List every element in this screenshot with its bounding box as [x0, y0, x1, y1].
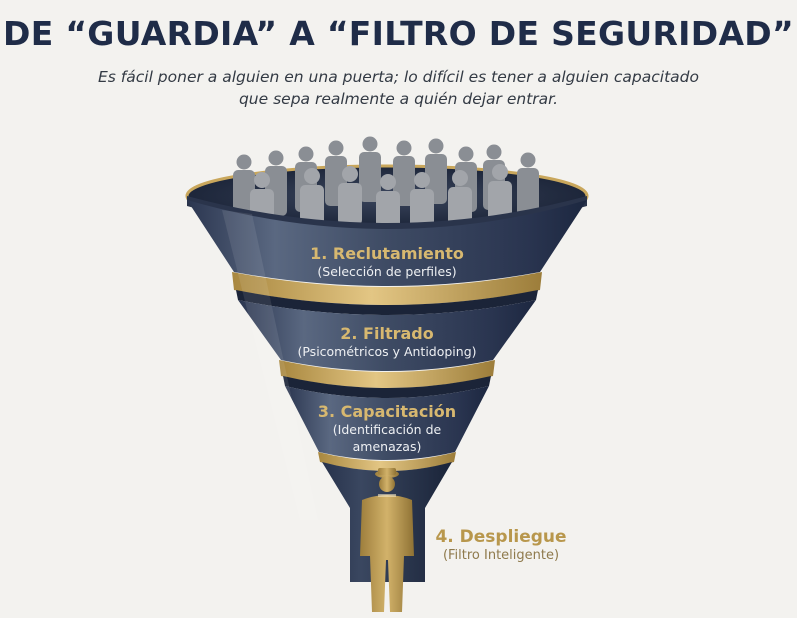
gold-band-2: [279, 360, 495, 388]
funnel-divider-1: [236, 290, 538, 315]
stage-2-label: 2. Filtrado (Psicométricos y Antidoping): [277, 324, 497, 360]
funnel-section-1: [187, 200, 587, 286]
subtitle-line-2: que sepa realmente a quién dejar entrar.: [238, 90, 559, 108]
funnel-divider-2: [283, 376, 491, 398]
subtitle-line-1: Es fácil poner a alguien en una puerta; …: [97, 68, 699, 86]
stage-4-subtitle: (Filtro Inteligente): [442, 548, 560, 563]
gold-band-1: [232, 272, 542, 305]
stage-1-subtitle: (Selección de perfiles): [317, 264, 457, 279]
funnel-section-3: [285, 386, 489, 460]
stage-4-title: 4. Despliegue: [435, 527, 567, 547]
stage-3-subtitle-line-1: (Identificación de: [332, 422, 442, 437]
stage-4-label: 4. Despliegue (Filtro Inteligente): [426, 527, 576, 564]
people-crowd-icon: [233, 136, 539, 229]
page-subtitle: Es fácil poner a alguien en una puerta; …: [40, 66, 757, 110]
stage-1-label: 1. Reclutamiento (Selección de perfiles): [273, 244, 501, 280]
funnel-section-2: [238, 300, 536, 371]
gold-band-3: [318, 452, 456, 471]
stage-2-title: 2. Filtrado: [340, 324, 434, 343]
stage-3-subtitle-line-2: amenazas): [352, 439, 422, 454]
funnel-highlight: [222, 210, 318, 520]
page-title: DE “GUARDIA” A “FILTRO DE SEGURIDAD”: [3, 14, 794, 53]
security-guard-icon: [360, 468, 414, 612]
stage-3-label: 3. Capacitación (Identificación de amena…: [307, 402, 467, 455]
stage-3-title: 3. Capacitación: [317, 402, 457, 421]
stage-2-subtitle: (Psicométricos y Antidoping): [297, 344, 477, 359]
stage-1-title: 1. Reclutamiento: [310, 244, 464, 263]
